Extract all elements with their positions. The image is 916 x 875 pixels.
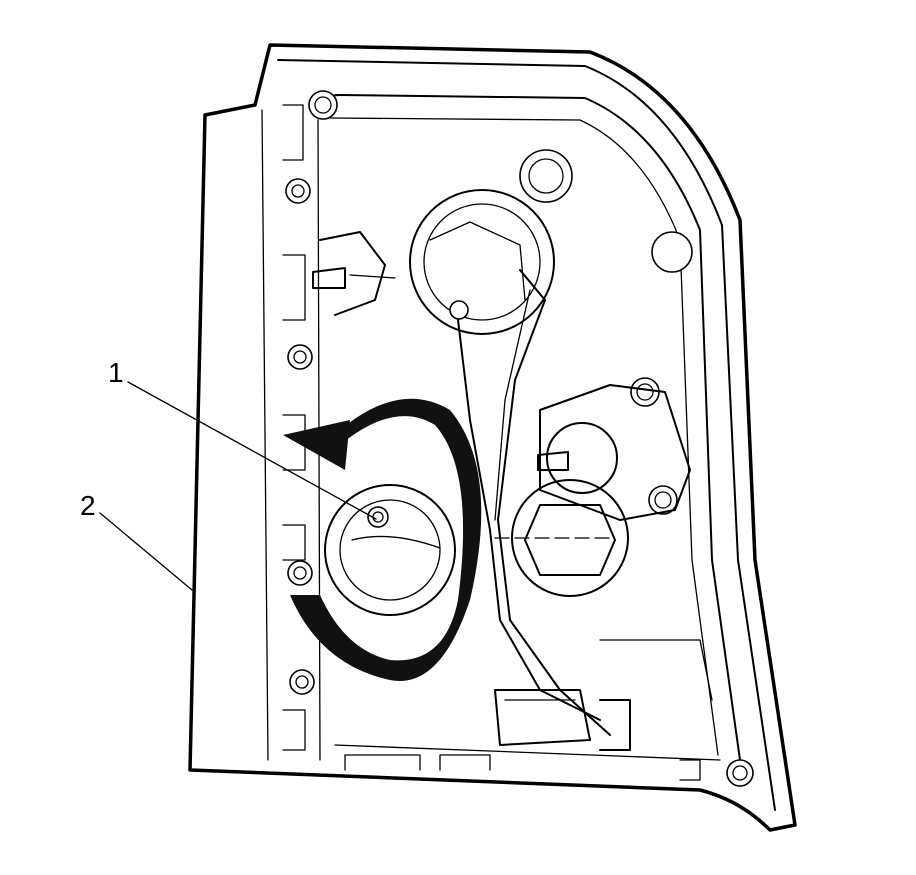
counterclockwise-arrow-icon [283,398,482,681]
callout-2: 2 [80,490,193,591]
callout-1-leader [127,381,377,520]
callout-1-label: 1 [108,357,124,388]
mounting-holes [285,90,754,787]
upper-bulb-socket [409,189,555,335]
bulb-socket-removed [324,484,456,616]
wiring-connector [494,689,631,751]
callout-2-label: 2 [80,490,96,521]
lamp-housing [188,43,797,832]
callout-2-leader [99,512,193,591]
upper-side-bulb-socket [312,231,396,316]
empty-socket-opening [494,479,629,597]
lower-housing-details [344,639,713,781]
right-bulb-socket-bracket [537,384,691,521]
callout-1: 1 [108,357,377,520]
